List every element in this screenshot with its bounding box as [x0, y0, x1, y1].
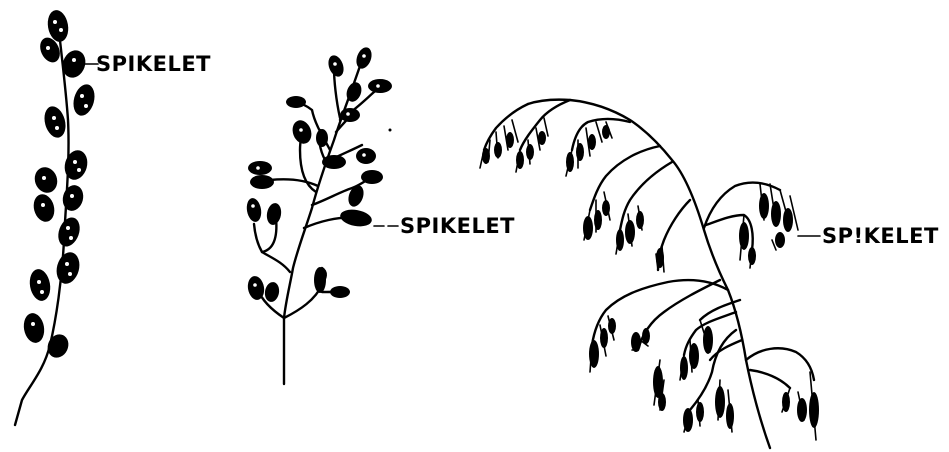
drooping-panicle: [480, 100, 819, 448]
spikelet-cluster: [616, 206, 644, 254]
spikelet: [330, 286, 350, 298]
spike-inflorescence: [15, 9, 98, 425]
spikelet: [326, 53, 347, 78]
branched-panicle: [245, 45, 392, 384]
spikelet-cluster: [759, 184, 798, 250]
spikelet: [27, 268, 52, 303]
drooping-spikelet-clusters: [480, 118, 819, 440]
spikelet-cluster: [631, 328, 650, 352]
panicle-branch: [620, 162, 672, 230]
spikelet: [31, 192, 58, 224]
spikelet-label-right: SP!KELET: [822, 224, 939, 248]
spikelet: [314, 267, 326, 293]
spikelet-cluster: [653, 360, 666, 411]
spikelet: [356, 148, 376, 164]
spikelet: [250, 175, 274, 189]
spikelet: [316, 129, 328, 147]
spikelet-cluster: [583, 192, 610, 240]
spikelet: [61, 148, 90, 183]
panicle-branch: [746, 348, 814, 380]
spike-spikelets: [22, 9, 98, 362]
spikelet: [53, 250, 83, 287]
spikelet: [60, 183, 86, 213]
panicle-branch: [254, 224, 290, 272]
panicle-branch: [484, 104, 528, 150]
spikelet-cluster: [656, 246, 664, 272]
spikelet: [265, 202, 283, 226]
spikelet: [339, 207, 373, 228]
spikelet-cluster: [782, 372, 819, 440]
spikelet: [44, 331, 72, 361]
spikelet: [41, 104, 69, 140]
spikelet: [286, 96, 306, 108]
speck: [389, 129, 392, 132]
spikelet: [368, 79, 392, 93]
spikelet: [354, 45, 375, 70]
spikelet-cluster: [715, 380, 734, 432]
spikelet-cluster: [589, 316, 616, 372]
spikelet: [263, 281, 280, 303]
panicle-branch: [750, 370, 790, 388]
drooping-main-axis: [528, 100, 770, 448]
spikelet-cluster: [516, 118, 548, 172]
spikelet: [245, 197, 263, 223]
spikelet: [346, 183, 367, 208]
spikelet: [22, 311, 47, 344]
panicle-spikelets: [245, 45, 392, 303]
spikelet: [340, 108, 360, 122]
spike-rachis: [15, 22, 69, 425]
spikelet: [289, 118, 314, 147]
spikelet: [54, 214, 83, 249]
spikelet-label-left: SPIKELET: [96, 52, 211, 76]
spikelet: [248, 161, 272, 175]
spikelet: [31, 164, 61, 196]
spikelet-label-middle: SPIKELET: [400, 214, 515, 238]
spikelet: [361, 170, 383, 184]
spikelet: [70, 82, 98, 118]
spikelet: [322, 155, 346, 169]
